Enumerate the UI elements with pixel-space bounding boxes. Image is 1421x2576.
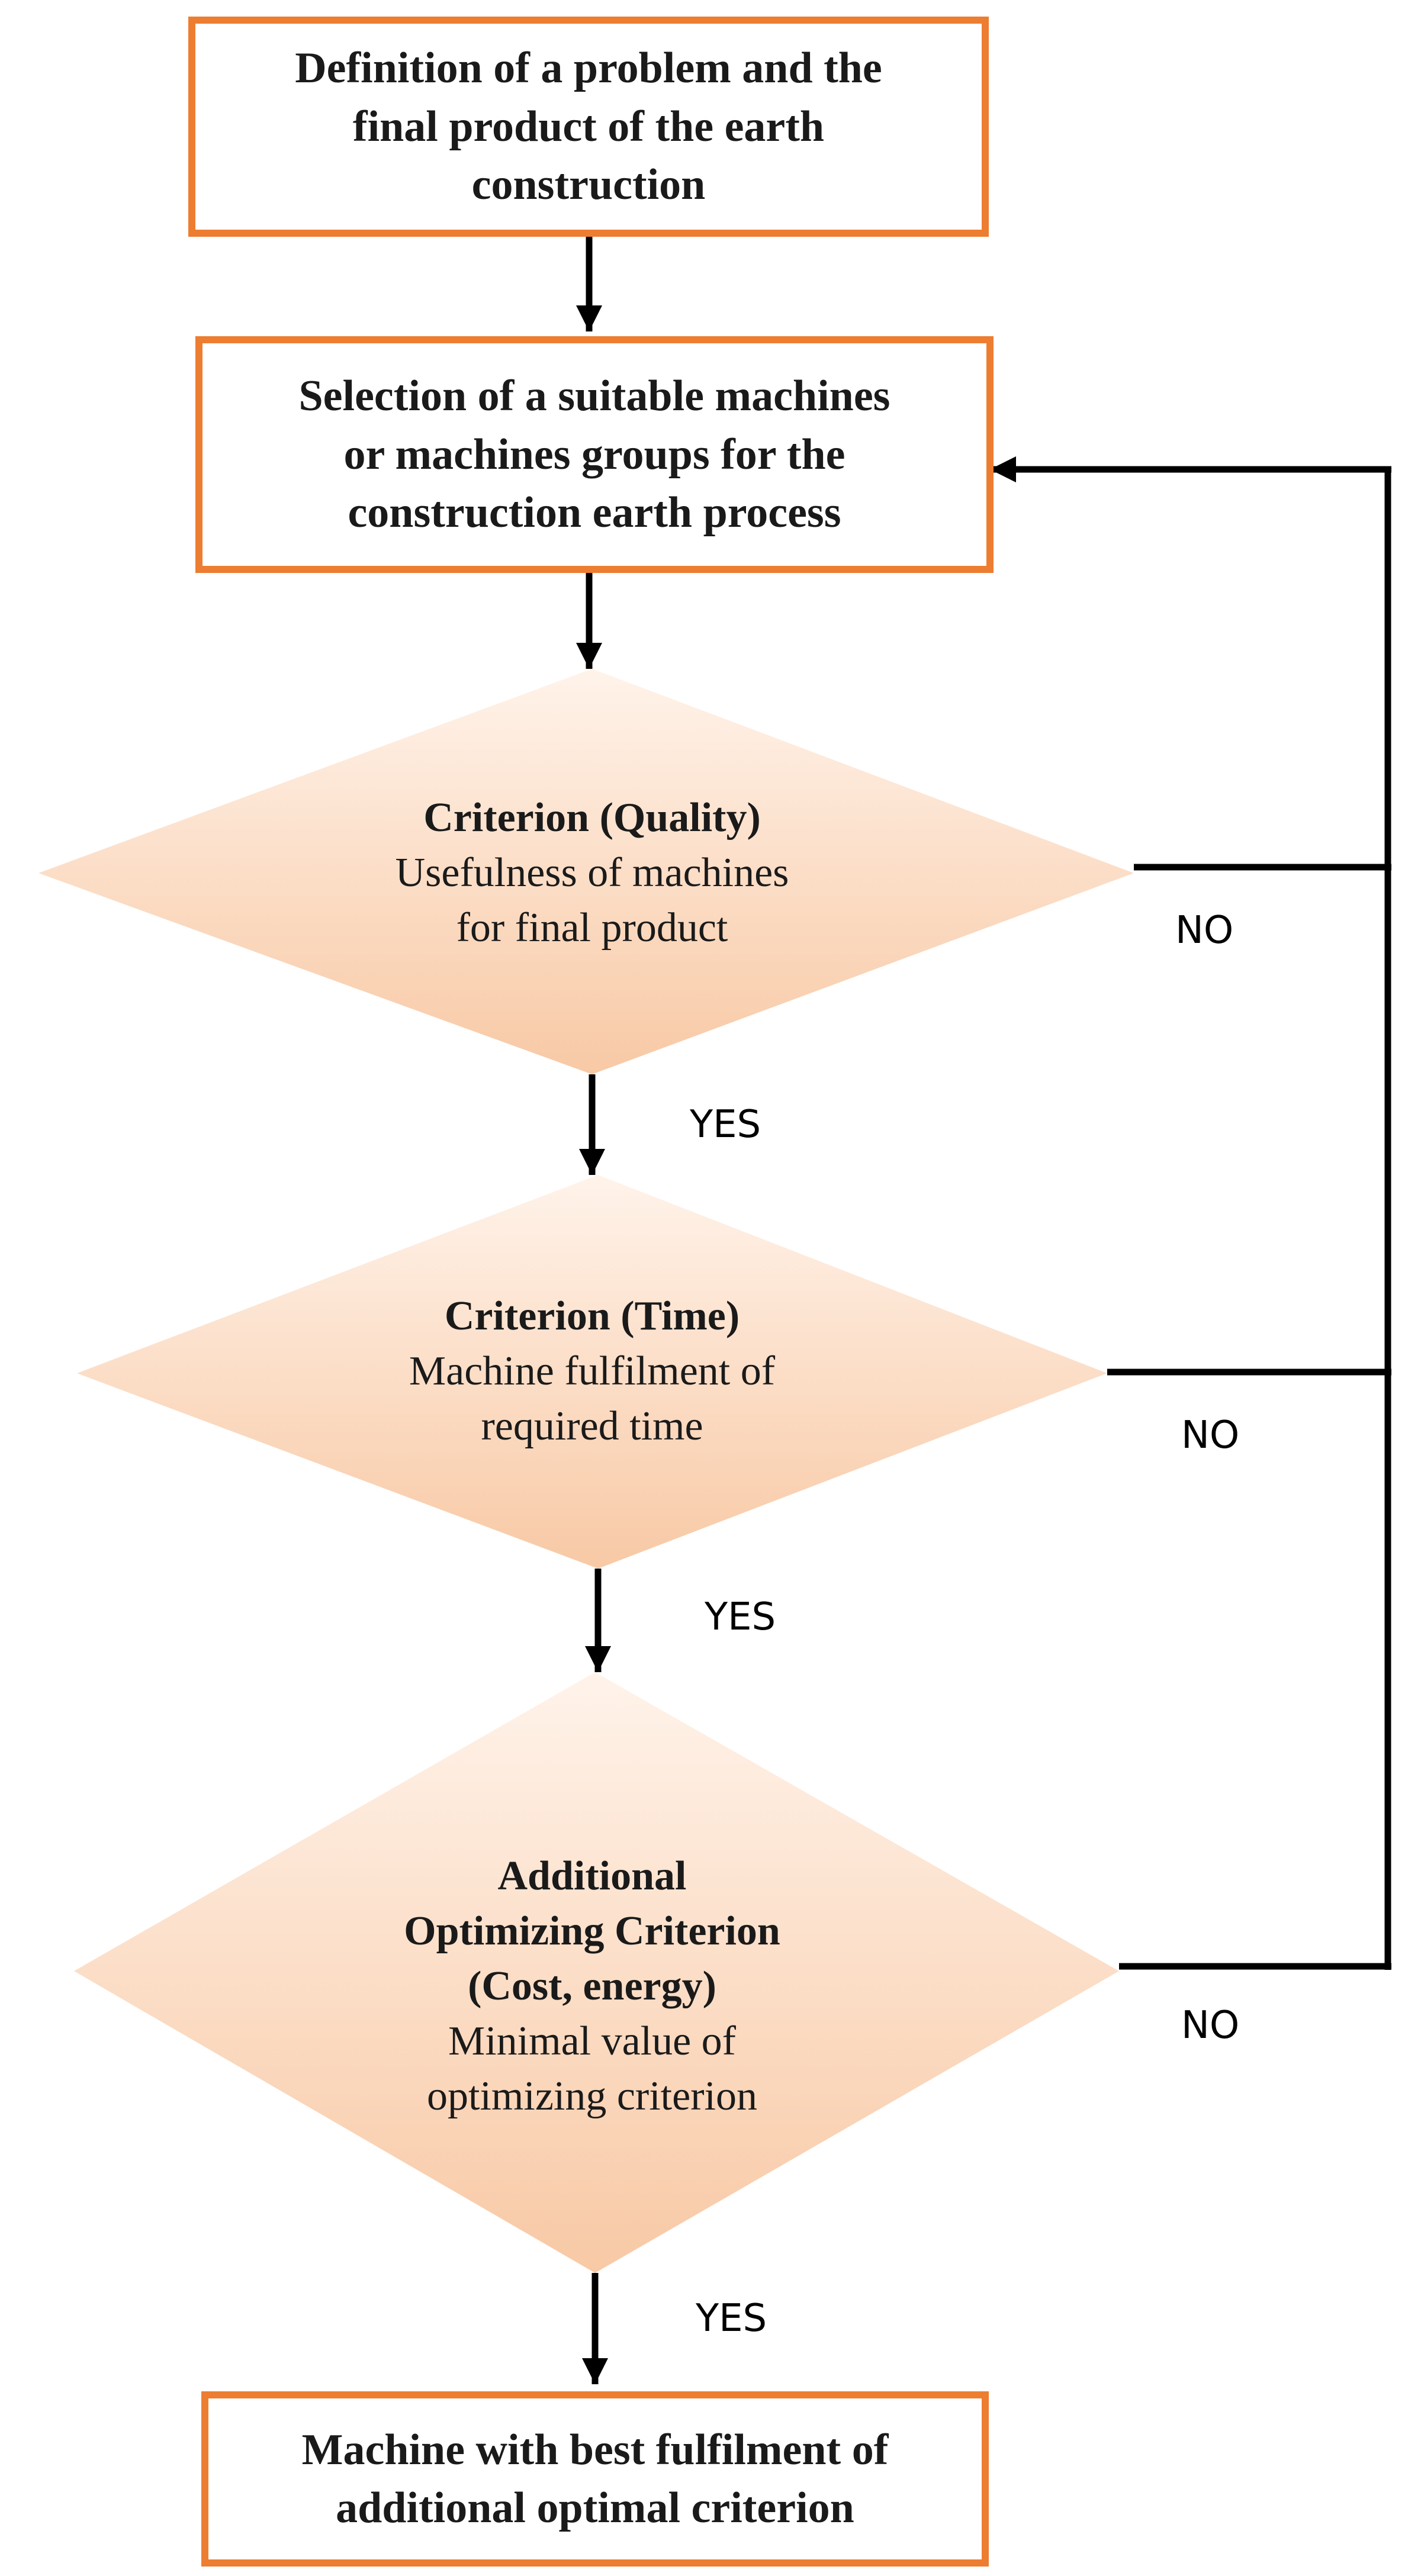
box-problem-definition-line-1: Definition of a problem and the — [295, 44, 882, 93]
decision-quality-heading: Criterion (Quality) — [423, 795, 761, 841]
diamond-quality — [38, 669, 1134, 1074]
label-no-optimizing: NO — [1181, 2004, 1240, 2047]
diamond-time — [77, 1175, 1107, 1569]
label-no-quality: NO — [1175, 909, 1234, 952]
box-machine-selection-line-2: or machines groups for the — [343, 430, 845, 479]
decision-optimizing-heading-line-2: Optimizing Criterion — [404, 1908, 780, 1954]
label-yes-optimizing: YES — [696, 2297, 767, 2340]
box-result-line-1: Machine with best fulfilment of — [301, 2425, 889, 2474]
box-result: Machine with best fulfilment of addition… — [201, 2391, 989, 2567]
box-problem-definition: Definition of a problem and the final pr… — [188, 17, 989, 237]
decision-time-body-line-2: required time — [481, 1403, 703, 1450]
decision-optimizing-text: Additional Optimizing Criterion (Cost, e… — [296, 1849, 888, 2124]
decision-time-heading: Criterion (Time) — [444, 1293, 740, 1339]
decision-optimizing-heading-line-1: Additional — [497, 1853, 687, 1899]
decision-time-body-line-1: Machine fulfilment of — [409, 1348, 776, 1395]
decision-quality-text: Criterion (Quality) Usefulness of machin… — [296, 790, 888, 955]
box-problem-definition-line-3: construction — [471, 160, 706, 210]
box-machine-selection-line-3: construction earth process — [348, 488, 841, 537]
label-yes-time: YES — [705, 1595, 776, 1639]
box-problem-definition-line-2: final product of the earth — [352, 102, 825, 151]
box-machine-selection: Selection of a suitable machines or mach… — [195, 336, 994, 573]
box-machine-selection-line-1: Selection of a suitable machines — [298, 372, 890, 421]
decision-optimizing-body-line-1: Minimal value of — [448, 2018, 736, 2065]
box-result-line-2: additional optimal criterion — [336, 2484, 854, 2532]
decision-quality-body-line-1: Usefulness of machines — [395, 850, 789, 896]
label-no-time: NO — [1181, 1413, 1240, 1457]
label-yes-quality: YES — [690, 1103, 761, 1147]
decision-optimizing-heading-line-3: (Cost, energy) — [468, 1963, 716, 2010]
decision-optimizing-body-line-2: optimizing criterion — [427, 2073, 757, 2120]
decision-time-text: Criterion (Time) Machine fulfilment of r… — [296, 1289, 888, 1454]
decision-quality-body-line-2: for final product — [456, 905, 728, 951]
diamond-optimizing — [74, 1672, 1119, 2273]
